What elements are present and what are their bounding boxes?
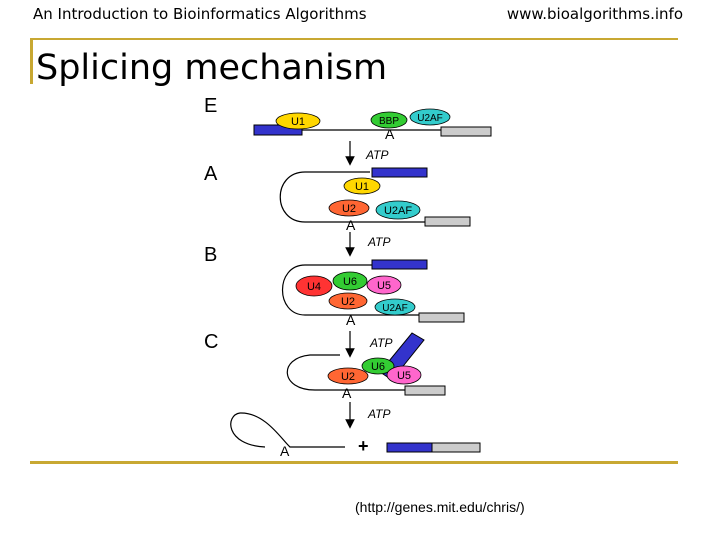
branch-point-a: A xyxy=(385,126,395,142)
spliced-exon-2 xyxy=(431,442,481,453)
svg-text:U2AF: U2AF xyxy=(382,303,408,314)
u2af-factor xyxy=(374,298,416,316)
image-credit: (http://genes.mit.edu/chris/) xyxy=(355,499,525,515)
u5-snrnp xyxy=(386,365,422,385)
stage-c-complex: U6 U5 U2 A xyxy=(286,332,446,401)
frame-top-rule xyxy=(30,38,678,40)
exon-1 xyxy=(371,259,428,270)
svg-text:U2: U2 xyxy=(342,203,356,215)
atp-label-3: ATP xyxy=(369,336,392,350)
u2af-factor xyxy=(375,200,421,220)
atp-label-1: ATP xyxy=(365,148,388,162)
branch-point-a: A xyxy=(342,385,352,401)
header-website: www.bioalgorithms.info xyxy=(506,5,683,23)
svg-text:U6: U6 xyxy=(371,361,385,373)
frame-left-rule xyxy=(30,38,33,84)
svg-text:BBP: BBP xyxy=(379,116,399,127)
bbp-factor xyxy=(370,111,408,129)
atp-label-4: ATP xyxy=(367,407,390,421)
branch-point-a: A xyxy=(346,217,356,233)
svg-text:U2AF: U2AF xyxy=(417,113,443,124)
u2-snrnp xyxy=(328,292,368,310)
u2af-factor xyxy=(409,108,451,126)
exon-2 xyxy=(418,312,465,323)
exon-1 xyxy=(253,124,303,136)
exon-1 xyxy=(371,167,428,178)
stage-label-e: E xyxy=(204,95,217,117)
u1-snrnp xyxy=(275,112,321,130)
branch-point-a: A xyxy=(280,443,290,459)
svg-text:U2: U2 xyxy=(341,371,355,383)
stage-label-c: C xyxy=(204,331,218,353)
svg-text:U6: U6 xyxy=(343,276,357,288)
u6-snrnp xyxy=(361,357,395,375)
stage-b-complex: U4 U6 U5 U2 U2AF A xyxy=(282,259,465,328)
bottom-rule xyxy=(30,461,678,464)
svg-text:U5: U5 xyxy=(397,370,411,382)
exon-2 xyxy=(404,385,446,396)
u1-snrnp xyxy=(343,177,381,195)
spliced-exon-1 xyxy=(386,442,433,453)
u4-snrnp xyxy=(295,275,333,297)
plus-sign: + xyxy=(358,436,369,456)
stage-label-a: A xyxy=(204,163,218,185)
svg-text:U1: U1 xyxy=(355,181,369,193)
exon-2 xyxy=(424,216,471,227)
svg-text:U5: U5 xyxy=(377,280,391,292)
header-course-title: An Introduction to Bioinformatics Algori… xyxy=(33,5,367,23)
u5-snrnp xyxy=(366,275,402,295)
svg-text:U4: U4 xyxy=(307,281,321,293)
u2-snrnp xyxy=(327,367,369,385)
svg-text:U1: U1 xyxy=(291,116,305,128)
u2-snrnp xyxy=(328,199,370,217)
slide-title: Splicing mechanism xyxy=(36,48,388,88)
lariat-intron xyxy=(230,412,345,448)
u6-snrnp xyxy=(332,271,368,291)
svg-text:U2AF: U2AF xyxy=(384,205,412,217)
stage-label-b: B xyxy=(204,244,217,266)
svg-text:U2: U2 xyxy=(341,296,355,308)
splicing-products: A + xyxy=(230,412,481,459)
stage-e-complex: U1 BBP U2AF A xyxy=(253,108,492,142)
stage-a-complex: U1 U2 U2AF A xyxy=(279,167,471,233)
branch-point-a: A xyxy=(346,312,356,328)
atp-label-2: ATP xyxy=(367,235,390,249)
exon-2 xyxy=(440,126,492,137)
